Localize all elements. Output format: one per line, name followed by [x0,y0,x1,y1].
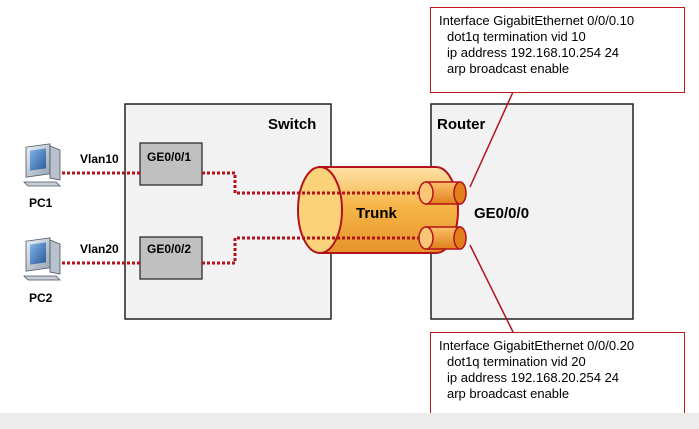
config-header: Interface GigabitEthernet 0/0/0.10 [439,13,635,28]
switch-title: Switch [268,116,316,133]
config-line: arp broadcast enable [447,61,570,76]
port-label-ge002: GE0/0/2 [147,242,191,256]
config-line: arp broadcast enable [447,386,570,401]
config-line: ip address 192.168.10.254 24 [447,45,620,60]
subinterface-config-10-callout: Interface GigabitEthernet 0/0/0.10 dot1q… [430,7,685,93]
pc2-label: PC2 [29,291,53,305]
config-line: ip address 192.168.20.254 24 [447,370,620,385]
pc1-computer-icon[interactable] [23,143,61,187]
vlan20-path [202,236,420,265]
router-port-label: GE0/0/0 [474,205,529,222]
subinterface-config-20-callout: Interface GigabitEthernet 0/0/0.20 dot1q… [430,332,685,418]
pc2-computer-icon[interactable] [23,237,61,281]
vlan-label-20: Vlan20 [80,242,119,256]
router-title: Router [437,116,485,133]
trunk-label: Trunk [356,205,397,222]
callout-connector-top [469,91,514,188]
vlan-label-10: Vlan10 [80,152,119,166]
subinterface-tube-10[interactable] [418,181,467,205]
router-box: Router [430,103,634,320]
switch-box: Switch [124,103,332,320]
config-header: Interface GigabitEthernet 0/0/0.20 [439,338,635,353]
config-line: dot1q termination vid 20 [447,354,586,369]
pc1-label: PC1 [29,196,53,210]
config-line: dot1q termination vid 10 [447,29,586,44]
bottom-band [0,413,699,429]
switch-port-ge002[interactable]: GE0/0/2 [139,236,203,280]
callout-connector-bottom [469,244,514,333]
vlan10-path [202,171,420,195]
switch-port-ge001[interactable]: GE0/0/1 [139,142,203,186]
subinterface-tube-20[interactable] [418,226,467,250]
port-label-ge001: GE0/0/1 [147,150,191,164]
